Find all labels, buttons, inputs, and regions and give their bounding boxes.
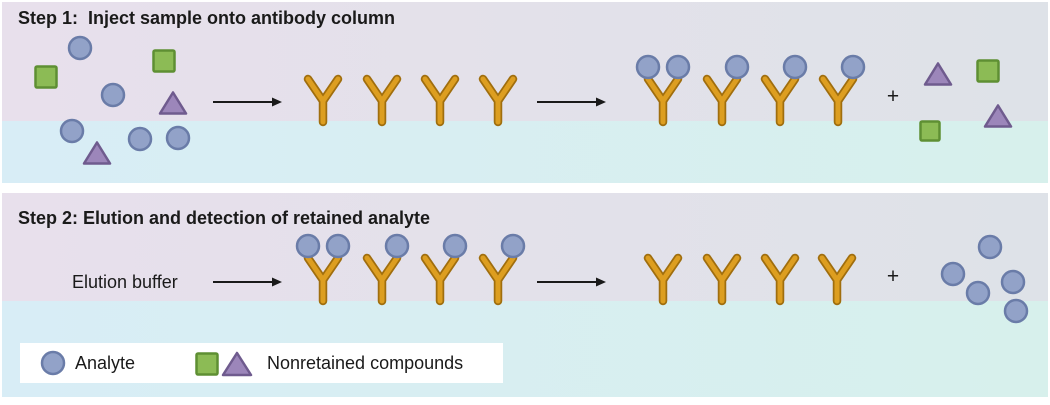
y-antibody-icon xyxy=(364,255,400,304)
nonretained-square-icon xyxy=(919,120,941,142)
y-antibody-icon xyxy=(305,76,341,125)
nonretained-triangle-icon xyxy=(983,104,1013,128)
analyte-circle-icon xyxy=(1003,298,1029,324)
y-antibody-icon xyxy=(704,76,740,125)
y-antibody-icon xyxy=(819,255,855,304)
legend-nonretained-label: Nonretained compounds xyxy=(267,353,464,373)
legend-box xyxy=(20,343,503,383)
analyte-circle-icon xyxy=(295,233,321,259)
y-antibody-icon xyxy=(364,76,400,125)
y-antibody-icon xyxy=(704,255,740,304)
y-antibody-icon xyxy=(422,76,458,125)
analyte-circle-icon xyxy=(500,233,526,259)
right-arrow-icon-head xyxy=(272,97,282,107)
y-antibody-icon xyxy=(645,76,681,125)
y-antibody-icon xyxy=(422,255,458,304)
y-antibody-icon xyxy=(820,76,856,125)
nonretained-square-icon xyxy=(976,59,1000,83)
step2-title: Step 2: Elution and detection of retaine… xyxy=(18,208,431,228)
analyte-circle-icon xyxy=(635,54,661,80)
right-arrow-icon-head xyxy=(596,97,606,107)
nonretained-square-icon xyxy=(152,49,176,73)
analyte-circle-icon xyxy=(127,126,153,152)
y-antibody-icon xyxy=(762,255,798,304)
y-antibody-icon xyxy=(645,255,681,304)
nonretained-triangle-icon xyxy=(82,141,112,165)
analyte-circle-icon xyxy=(1000,269,1026,295)
analyte-circle-icon xyxy=(165,125,191,151)
y-antibody-icon xyxy=(480,255,516,304)
y-antibody-icon xyxy=(305,255,341,304)
step2-plus-sign: + xyxy=(886,265,900,288)
analyte-circle-icon xyxy=(665,54,691,80)
analyte-circle-icon xyxy=(59,118,85,144)
analyte-circle-icon xyxy=(40,350,66,376)
analyte-circle-icon xyxy=(977,234,1003,260)
right-arrow-icon-head xyxy=(596,277,606,287)
step1-title: Step 1: Inject sample onto antibody colu… xyxy=(18,8,396,28)
analyte-circle-icon xyxy=(724,54,750,80)
step1-plus-sign: + xyxy=(886,85,900,108)
analyte-circle-icon xyxy=(965,280,991,306)
right-arrow-icon-head xyxy=(272,277,282,287)
analyte-circle-icon xyxy=(840,54,866,80)
y-antibody-icon xyxy=(762,76,798,125)
nonretained-triangle-icon xyxy=(923,62,953,86)
analyte-circle-icon xyxy=(67,35,93,61)
analyte-circle-icon xyxy=(442,233,468,259)
analyte-circle-icon xyxy=(782,54,808,80)
nonretained-triangle-icon xyxy=(158,91,188,115)
nonretained-triangle-icon xyxy=(221,351,253,377)
elution-buffer-label: Elution buffer xyxy=(72,272,178,292)
legend-analyte-label: Analyte xyxy=(75,353,136,373)
nonretained-square-icon xyxy=(34,65,58,89)
analyte-circle-icon xyxy=(384,233,410,259)
analyte-circle-icon xyxy=(940,261,966,287)
nonretained-square-icon xyxy=(195,352,219,376)
analyte-circle-icon xyxy=(325,233,351,259)
y-antibody-icon xyxy=(480,76,516,125)
analyte-circle-icon xyxy=(100,82,126,108)
